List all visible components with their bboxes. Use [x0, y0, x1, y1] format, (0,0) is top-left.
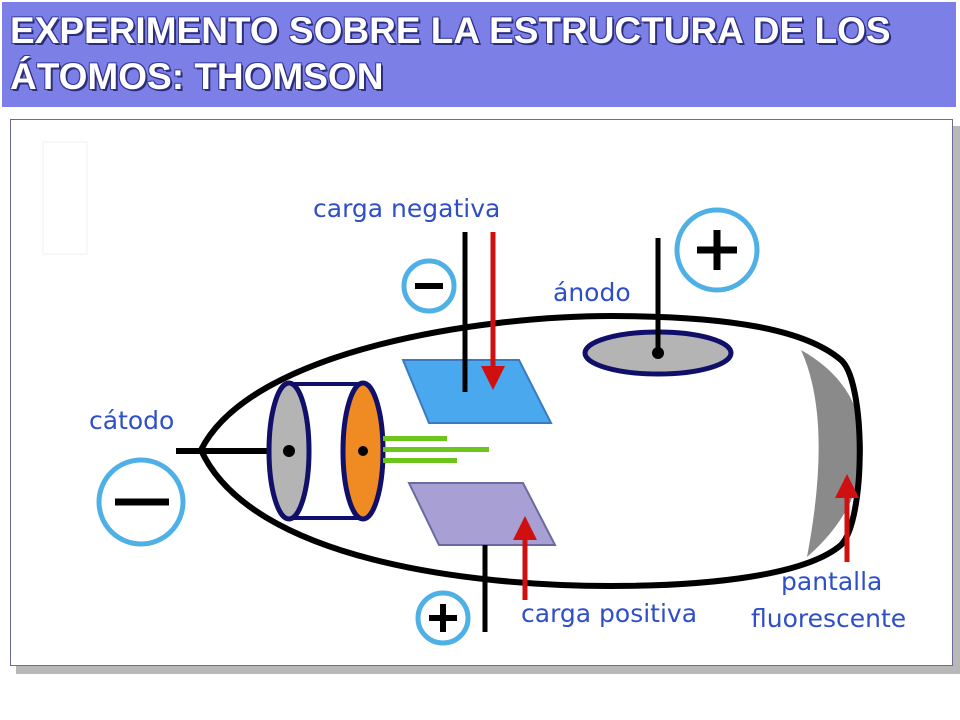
blank-patch [42, 141, 88, 255]
cathode-center-dot [283, 445, 295, 457]
negative-charge-arrow [481, 232, 505, 390]
negative-plate-minus-symbol [401, 258, 457, 314]
label-cathode: cátodo [89, 406, 174, 435]
label-anode: ánodo [553, 278, 631, 307]
cathode-ray-tube [197, 312, 863, 590]
label-screen-line1: pantalla [781, 567, 882, 596]
title-banner: EXPERIMENTO SOBRE LA ESTRUCTURA DE LOS Á… [2, 2, 956, 107]
grid-center-dot [358, 446, 368, 456]
label-charge-positive: carga positiva [521, 599, 697, 628]
diagram-frame: carga negativa ánodo cátodo carga positi… [10, 119, 953, 666]
anode-center-dot [652, 347, 664, 359]
label-charge-negative: carga negativa [313, 194, 500, 223]
anode-plus-symbol [674, 207, 760, 293]
positive-charge-arrow [513, 516, 537, 600]
electron-beam [383, 436, 489, 463]
cathode-minus-symbol [96, 457, 186, 547]
label-screen-line2: fluorescente [751, 604, 906, 633]
thomson-tube-diagram: carga negativa ánodo cátodo carga positi… [42, 141, 906, 646]
negative-plate [401, 359, 553, 424]
slide-title: EXPERIMENTO SOBRE LA ESTRUCTURA DE LOS Á… [10, 10, 891, 97]
positive-plate-plus-symbol [415, 590, 471, 646]
screen-arrow [835, 474, 859, 562]
